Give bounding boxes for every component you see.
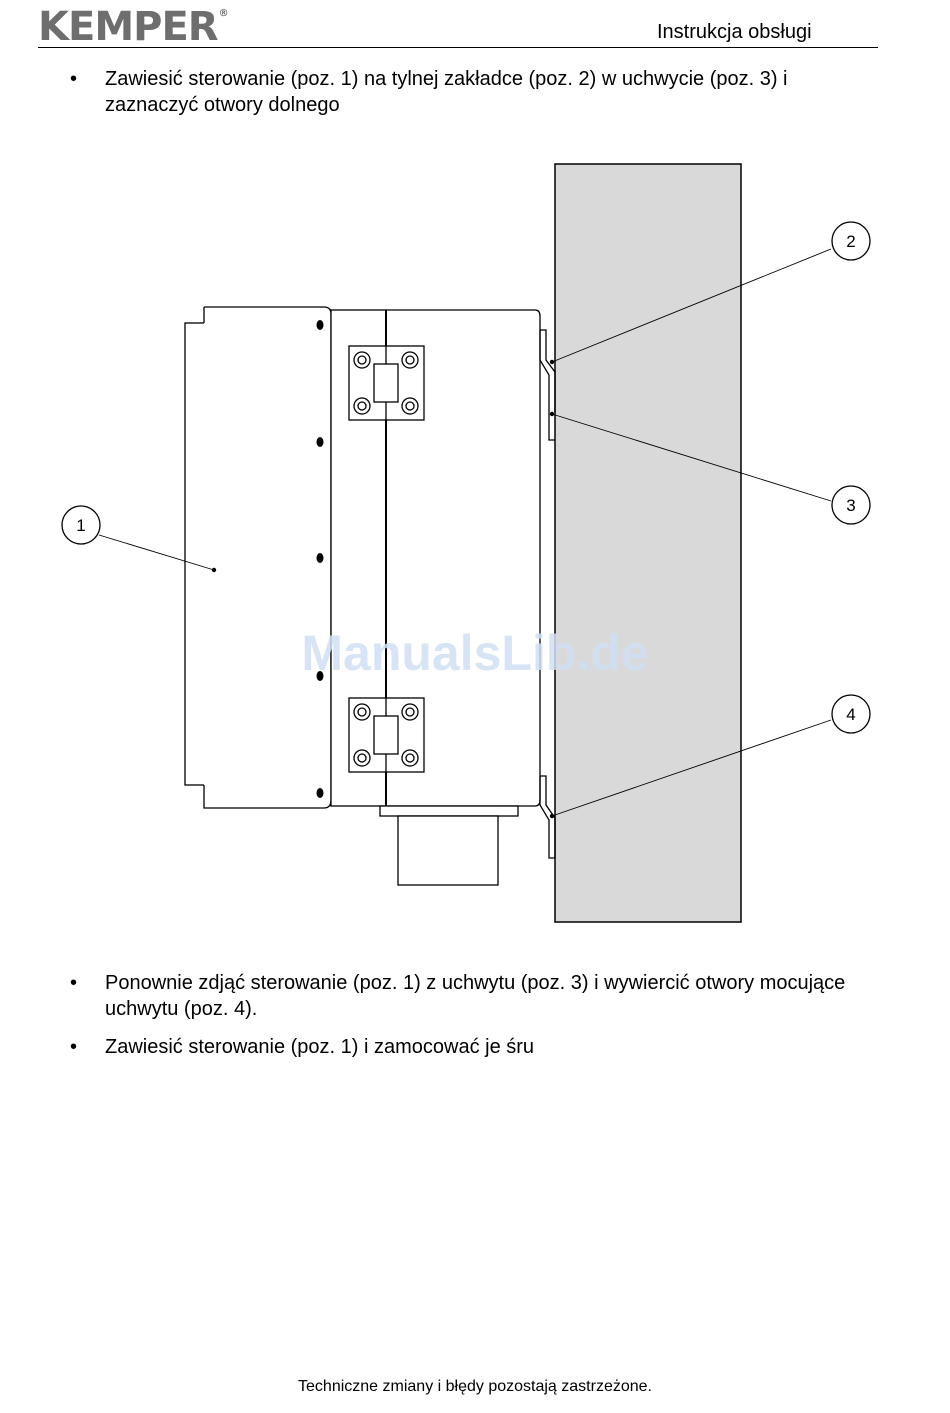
hinge-top	[348, 345, 425, 421]
wall	[554, 163, 742, 923]
hinge-bottom	[348, 697, 425, 773]
instruction-item-2: • Ponownie zdjąć sterowanie (poz. 1) z u…	[70, 970, 880, 1022]
bullet-marker: •	[70, 972, 78, 994]
document-title: Instrukcja obsługi	[657, 21, 812, 43]
callout-label-4: 4	[846, 705, 855, 724]
bullet-marker: •	[70, 1036, 78, 1058]
callout-1	[61, 505, 101, 545]
registered-mark: ®	[218, 8, 229, 19]
mounting-diagram: 1 2 3 4 ManualsLib.de	[61, 163, 871, 923]
instruction-text-1: Zawiesić sterowanie (poz. 1) na tylnej z…	[105, 68, 788, 116]
callout-2	[831, 221, 871, 261]
header-divider	[38, 47, 878, 48]
callout-label-2: 2	[846, 232, 855, 251]
watermark-text: ManualsLib.de	[301, 625, 648, 681]
instruction-text-3: Zawiesić sterowanie (poz. 1) i zamocować…	[105, 1036, 535, 1058]
logo-text: KEMPER	[38, 4, 219, 50]
callout-3	[831, 485, 871, 525]
callout-label-3: 3	[846, 496, 855, 515]
instruction-item-1: • Zawiesić sterowanie (poz. 1) na tylnej…	[70, 66, 880, 118]
instruction-text-2: Ponownie zdjąć sterowanie (poz. 1) z uch…	[105, 972, 846, 1020]
instruction-item-3: • Zawiesić sterowanie (poz. 1) i zamocow…	[70, 1034, 880, 1060]
footer-disclaimer: Techniczne zmiany i błędy pozostają zast…	[298, 1378, 652, 1395]
bullet-marker: •	[70, 68, 78, 90]
callout-4	[831, 694, 871, 734]
callout-label-1: 1	[76, 516, 85, 535]
kemper-logo: KEMPER®	[38, 4, 229, 50]
